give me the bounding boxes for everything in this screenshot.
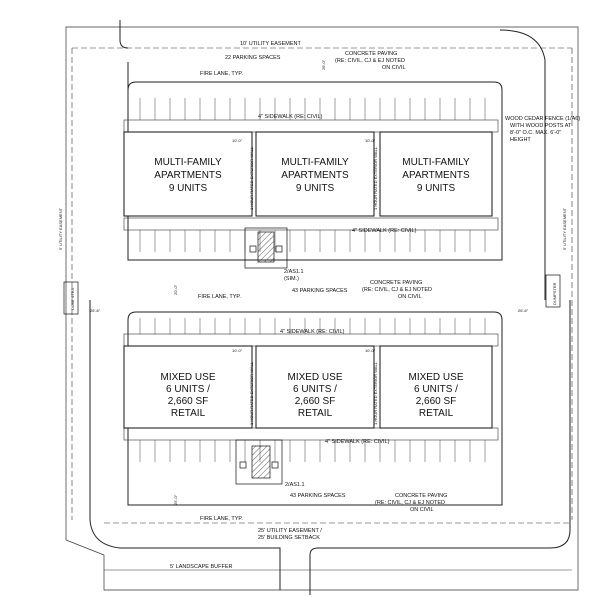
- building-label: MIXED USE: [160, 372, 215, 383]
- wall-rating-label: 1 HOUR RATED EXTERIOR WALL: [249, 361, 254, 425]
- parking-stalls-mid: [139, 230, 486, 334]
- buildings-row-top: MULTI-FAMILY APARTMENTS 9 UNITS MULTI-FA…: [123, 131, 493, 217]
- dimension-label: 26'-6": [90, 308, 101, 313]
- building-setback-label: 25' BUILDING SETBACK: [258, 535, 320, 541]
- building-label: 9 UNITS: [417, 183, 456, 194]
- sidewalk-label: 4" SIDEWALK (RE: CIVIL): [258, 114, 323, 120]
- sidewalk-label: 4" SIDEWALK (RE: CIVIL): [280, 329, 345, 335]
- dimension-label: 26'-0": [321, 59, 326, 70]
- fence-note: 8'-0" O.C. MAX. 6'-0": [510, 130, 561, 136]
- parking-stalls-bottom: [139, 440, 486, 462]
- svg-text:DUMPSTER: DUMPSTER: [70, 287, 75, 310]
- building-label: APARTMENTS: [402, 170, 470, 181]
- building-label: 6 UNITS /: [166, 384, 210, 395]
- dimension-label: 25'-0": [173, 494, 178, 505]
- concrete-note: (RE: CIVIL, CJ & EJ NOTED: [375, 500, 445, 506]
- fence-note: WITH WOOD POSTS AT: [510, 123, 572, 129]
- svg-text:DUMPSTER: DUMPSTER: [552, 282, 557, 305]
- utility-easement-label: 25' UTILITY EASEMENT /: [258, 528, 322, 534]
- concrete-note: ON CIVIL: [382, 65, 406, 71]
- buildings-row-bottom: MIXED USE 6 UNITS / 2,660 SF RETAIL MIXE…: [123, 345, 493, 429]
- sheet-ref: (SIM.): [284, 276, 299, 282]
- fence-note: HEIGHT: [510, 137, 531, 143]
- wall-rating-label: 1 HOUR RATED EXTERIOR WALL: [249, 146, 254, 210]
- dimension-label: 10'-0": [232, 348, 243, 353]
- dimension-label: 26'-6": [518, 308, 529, 313]
- sidewalks: [123, 119, 499, 441]
- building-label: 2,660 SF: [168, 396, 209, 407]
- wall-rating-label: 1 HOUR RATED EXTERIOR WALL: [373, 361, 378, 425]
- dumpster-left: DUMPSTER: [63, 281, 79, 315]
- concrete-note: ON CIVIL: [398, 294, 422, 300]
- building-label: RETAIL: [298, 408, 333, 419]
- building-label: RETAIL: [171, 408, 206, 419]
- building-apartment-2: MULTI-FAMILY APARTMENTS 9 UNITS: [255, 131, 375, 217]
- fire-lane-label: FIRE LANE, TYP.: [198, 294, 241, 300]
- building-label: 9 UNITS: [169, 183, 208, 194]
- building-apartment-3: MULTI-FAMILY APARTMENTS 9 UNITS: [379, 131, 493, 217]
- dumpster-right: DUMPSTER: [545, 274, 561, 308]
- parking-stalls-top: [139, 98, 486, 120]
- building-mixed-use-1: MIXED USE 6 UNITS / 2,660 SF RETAIL: [123, 345, 253, 429]
- wall-rating-label: 1 HOUR RATED EXTERIOR WALL: [373, 146, 378, 210]
- dimension-label: 20'-0": [173, 284, 178, 295]
- parking-count-label: 43 PARKING SPACES: [290, 493, 346, 499]
- fire-lane-label: FIRE LANE, TYP.: [200, 516, 243, 522]
- building-label: APARTMENTS: [281, 170, 349, 181]
- building-apartment-1: MULTI-FAMILY APARTMENTS 9 UNITS: [123, 131, 253, 217]
- side-easement-label: 5' UTILITY EASEMENT: [58, 207, 63, 250]
- building-mixed-use-2: MIXED USE 6 UNITS / 2,660 SF RETAIL: [255, 345, 375, 429]
- dimension-label: 10'-0": [365, 138, 376, 143]
- building-label: 9 UNITS: [296, 183, 335, 194]
- building-label: RETAIL: [419, 408, 454, 419]
- building-label: APARTMENTS: [154, 170, 222, 181]
- building-label: 2,660 SF: [295, 396, 336, 407]
- parking-count-label: 43 PARKING SPACES: [292, 288, 348, 294]
- concrete-note: CONCRETE PAVING: [370, 280, 422, 286]
- enclosure-top: [244, 227, 288, 269]
- side-easement-label: 5' UTILITY EASEMENT: [562, 207, 567, 250]
- concrete-note: ON CIVIL: [410, 507, 434, 513]
- sheet-ref: 2/AS1.1: [284, 269, 304, 275]
- concrete-note: CONCRETE PAVING: [345, 51, 397, 57]
- building-label: MULTI-FAMILY: [281, 157, 349, 168]
- building-mixed-use-3: MIXED USE 6 UNITS / 2,660 SF RETAIL: [379, 345, 493, 429]
- enclosure-bottom: [235, 439, 283, 485]
- building-label: MULTI-FAMILY: [154, 157, 222, 168]
- fence-note: WOOD CEDAR FENCE (1/A6): [505, 116, 580, 122]
- dimension-label: 10'-0": [365, 348, 376, 353]
- curb-lines: [89, 20, 571, 595]
- building-label: MIXED USE: [408, 372, 463, 383]
- parking-count-label: 22 PARKING SPACES: [225, 55, 281, 61]
- building-label: 6 UNITS /: [414, 384, 458, 395]
- fire-lane-label: FIRE LANE, TYP.: [200, 71, 243, 77]
- dimension-label: 10'-0": [232, 138, 243, 143]
- concrete-note: (RE: CIVIL, CJ & EJ NOTED: [335, 58, 405, 64]
- utility-easement-label: 10' UTILITY EASEMENT: [240, 41, 301, 47]
- annotations: 10' UTILITY EASEMENT 22 PARKING SPACES C…: [58, 41, 580, 570]
- concrete-note: CONCRETE PAVING: [395, 493, 447, 499]
- building-label: MIXED USE: [287, 372, 342, 383]
- concrete-note: (RE: CIVIL, CJ & EJ NOTED: [362, 287, 432, 293]
- building-label: MULTI-FAMILY: [402, 157, 470, 168]
- sidewalk-label: 4" SIDEWALK (RE: CIVIL): [325, 439, 390, 445]
- building-label: 6 UNITS /: [293, 384, 337, 395]
- sidewalk-label: 4" SIDEWALK (RE: CIVIL): [352, 228, 417, 234]
- building-label: 2,660 SF: [416, 396, 457, 407]
- landscape-buffer-label: 5' LANDSCAPE BUFFER: [170, 564, 233, 570]
- sheet-ref: 2/AS1.1: [285, 482, 305, 488]
- property-boundary: [65, 26, 579, 591]
